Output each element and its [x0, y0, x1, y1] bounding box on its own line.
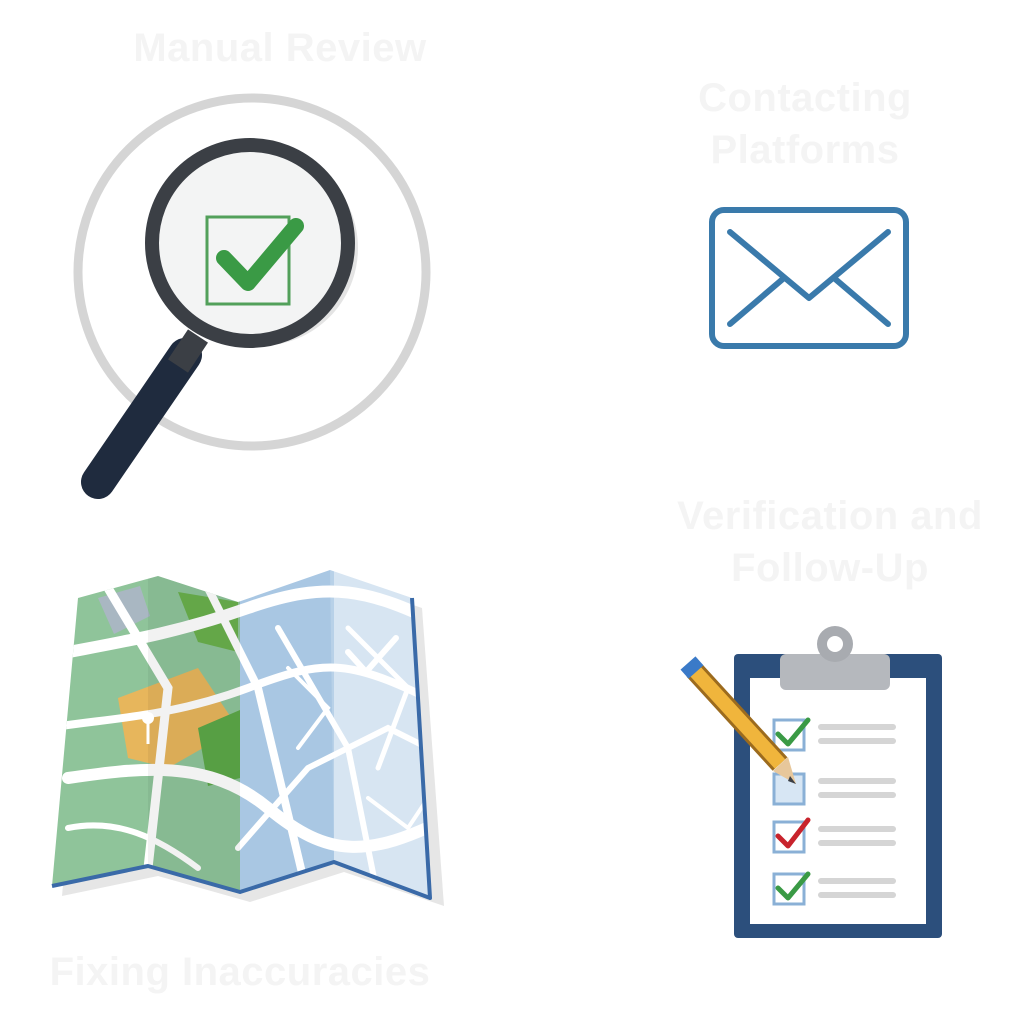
clipboard-checklist-icon [680, 626, 942, 938]
checklist-rows [772, 717, 896, 906]
label-verification-line2: Follow-Up [731, 546, 929, 590]
label-contacting-platforms: Contacting Platforms [640, 72, 970, 176]
label-verification-line1: Verification and [677, 494, 983, 538]
label-verification-follow-up: Verification and Follow-Up [640, 490, 1020, 594]
label-manual-review: Manual Review [133, 26, 427, 70]
magnifier-check-icon [73, 93, 431, 499]
label-contacting-platforms-line2: Platforms [710, 128, 900, 172]
envelope-icon [709, 207, 909, 349]
label-fixing-inaccuracies: Fixing Inaccuracies [49, 950, 431, 994]
pencil-icon [680, 656, 796, 784]
folded-map-icon [51, 570, 444, 906]
label-contacting-platforms-line1: Contacting [698, 76, 912, 120]
